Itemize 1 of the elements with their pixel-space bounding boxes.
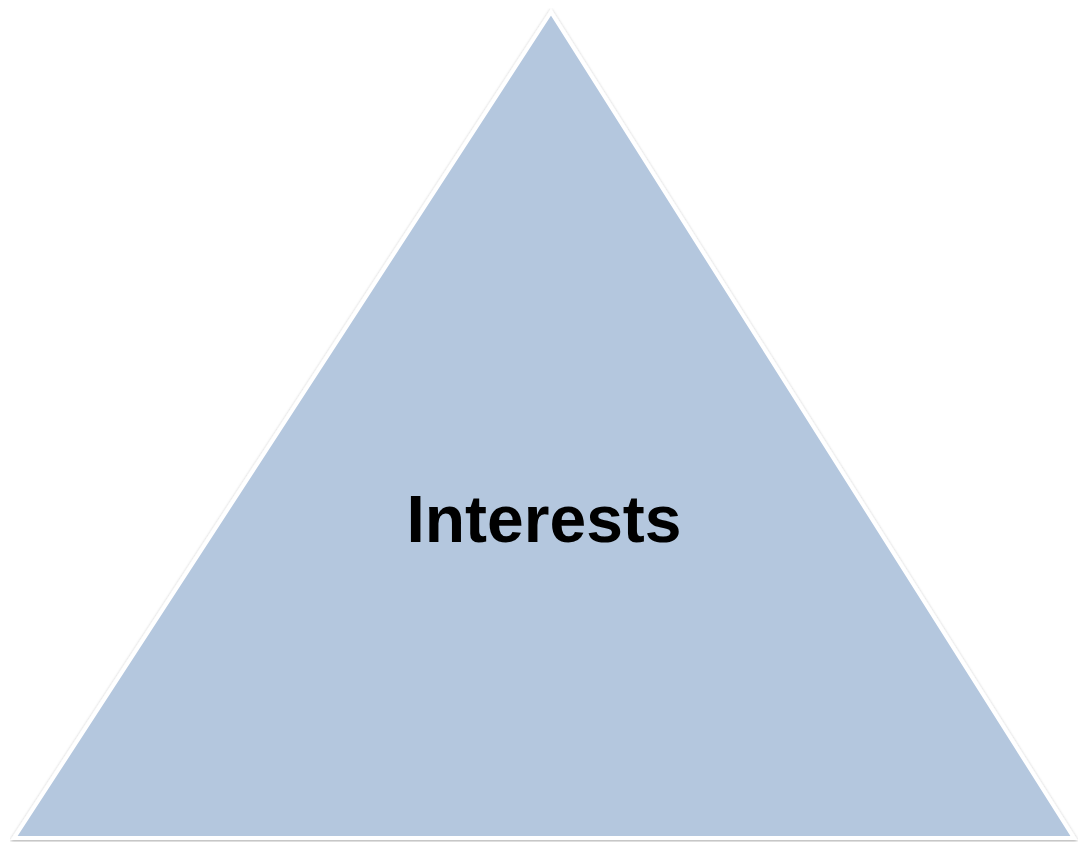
node-label: Interests [406,481,682,558]
